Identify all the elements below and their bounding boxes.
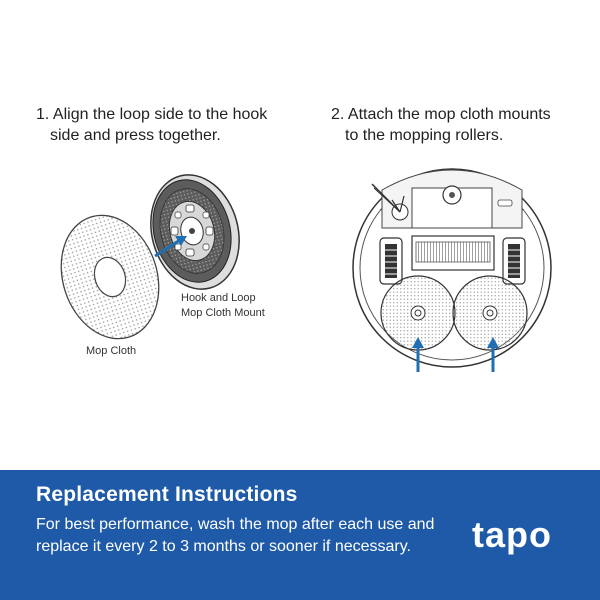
step-1-line-1: Align the loop side to the hook — [52, 106, 268, 123]
step-2-line-1: Attach the mop cloth mounts — [347, 106, 551, 123]
mop-cloth-illustration — [60, 214, 160, 340]
step-1-instruction: 1. Align the loop side to the hook side … — [36, 104, 296, 146]
wheel-left — [379, 237, 403, 285]
cloth-label: Mop Cloth — [86, 345, 137, 357]
illustration — [60, 168, 552, 372]
wheel-right — [502, 237, 526, 285]
tapo-logo: tapo — [472, 514, 552, 555]
robot-vacuum-illustration — [352, 168, 552, 368]
step-2-number: 2. — [331, 106, 345, 123]
step-2-line-2: to the mopping rollers. — [345, 127, 504, 144]
arrow-up-icon — [412, 337, 424, 372]
banner-body: For best performance, wash the mop after… — [36, 516, 435, 555]
step-2-instruction: 2. Attach the mop cloth mounts to the mo… — [331, 104, 591, 146]
mount-label: Hook and Loop Mop Cloth Mount — [181, 291, 265, 321]
info-banner: Replacement Instructions For best perfor… — [0, 470, 600, 600]
arrow-icon — [154, 236, 187, 258]
main-brush — [411, 235, 495, 271]
mop-mount-illustration — [150, 174, 240, 290]
arrow-up-icon — [487, 337, 499, 372]
step-1-number: 1. — [36, 106, 50, 123]
step-1-line-2: side and press together. — [50, 127, 221, 144]
mount-label-line-2: Mop Cloth Mount — [181, 307, 265, 319]
banner-title: Replacement Instructions — [36, 483, 298, 506]
mop-roller-right — [452, 275, 528, 351]
mount-label-line-1: Hook and Loop — [181, 292, 256, 304]
side-brush-icon — [371, 183, 409, 221]
